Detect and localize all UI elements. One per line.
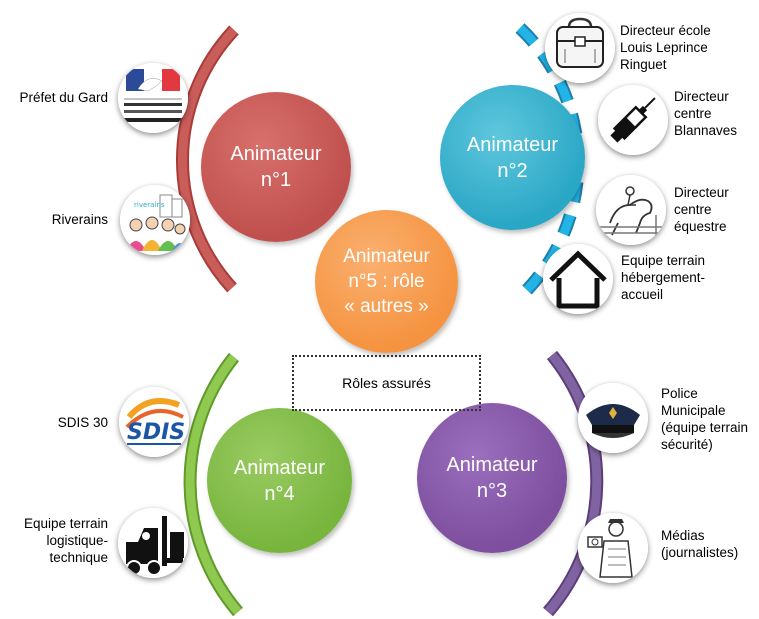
sdis-logo-text: SDIS [127,420,185,445]
journalist-icon [578,513,648,583]
residents-crowd-icon: riverains [120,185,190,255]
animator-5-circle: Animateur n°5 : rôle « autres » [315,210,458,353]
animator-1-circle: Animateur n°1 [201,92,351,242]
stakeholder-label-equestre: Directeur centre équestre [674,185,729,234]
animator-5-label: Animateur n°5 : rôle « autres » [343,246,430,317]
stakeholder-label-directeur-ecole: Directeur école Louis Leprince Ringuet [620,23,711,72]
stakeholder-label-prefet: Préfet du Gard [19,90,108,105]
svg-text:riverains: riverains [134,201,165,209]
schoolbag-icon [545,13,615,83]
stakeholder-label-sdis: SDIS 30 [57,415,108,430]
stakeholder-label-hebergement: Equipe terrain hébergement- accueil [621,253,706,302]
animator-2-circle: Animateur n°2 [440,85,585,230]
stakeholder-label-riverains: Riverains [51,212,108,227]
animator-1-label: Animateur n°1 [230,143,322,191]
animator-3-label: Animateur n°3 [446,454,538,502]
police-cap-icon [578,383,648,453]
roles-box-label: Rôles assurés [342,375,431,391]
animator-2-label: Animateur n°2 [466,133,559,182]
stakeholder-label-blannaves: Directeur centre Blannaves [674,89,738,138]
stakeholder-label-logistique: Equipe terrain logistique- technique [23,516,108,565]
stakeholder-label-police: Police Municipale (équipe terrain sécuri… [661,386,749,452]
prefecture-logo-icon [118,63,188,133]
animator-3-circle: Animateur n°3 [417,403,567,553]
house-icon [543,244,613,314]
animator-4-label: Animateur n°4 [233,456,326,505]
animator-4-circle: Animateur n°4 [207,408,352,553]
roles-box: Rôles assurés [292,355,481,411]
horse-rider-icon [596,175,666,245]
syringe-icon [598,85,668,155]
stakeholder-label-medias: Médias (journalistes) [661,528,739,560]
forklift-icon [118,508,188,578]
sdis-logo-icon: SDIS [119,387,189,457]
